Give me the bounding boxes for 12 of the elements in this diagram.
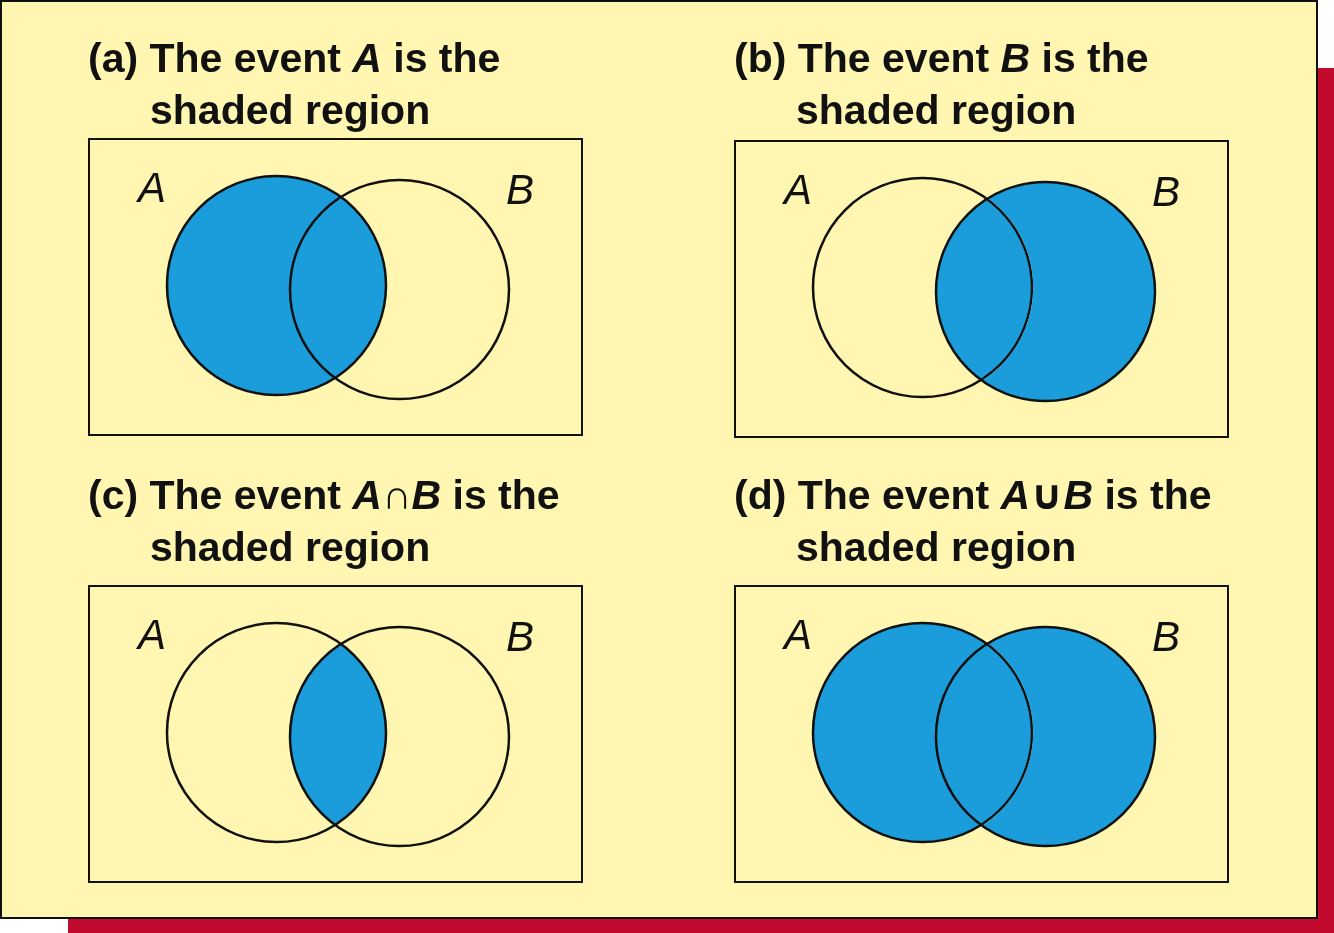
set-label: A: [138, 612, 166, 658]
set-label: B: [506, 614, 534, 660]
set-label: A: [138, 165, 166, 211]
set-label: B: [1152, 169, 1180, 215]
set-label: A: [784, 167, 812, 213]
set-label: A: [784, 612, 812, 658]
set-label: B: [506, 167, 534, 213]
panel-heading: (d) The event A∪B is the shaded region: [734, 471, 1213, 572]
panel-heading: (a) The event A is the shaded region: [88, 34, 502, 135]
panel-heading: (c) The event A∩B is the shaded region: [88, 471, 561, 572]
set-label: B: [1152, 614, 1180, 660]
panel-heading: (b) The event B is the shaded region: [734, 34, 1150, 135]
